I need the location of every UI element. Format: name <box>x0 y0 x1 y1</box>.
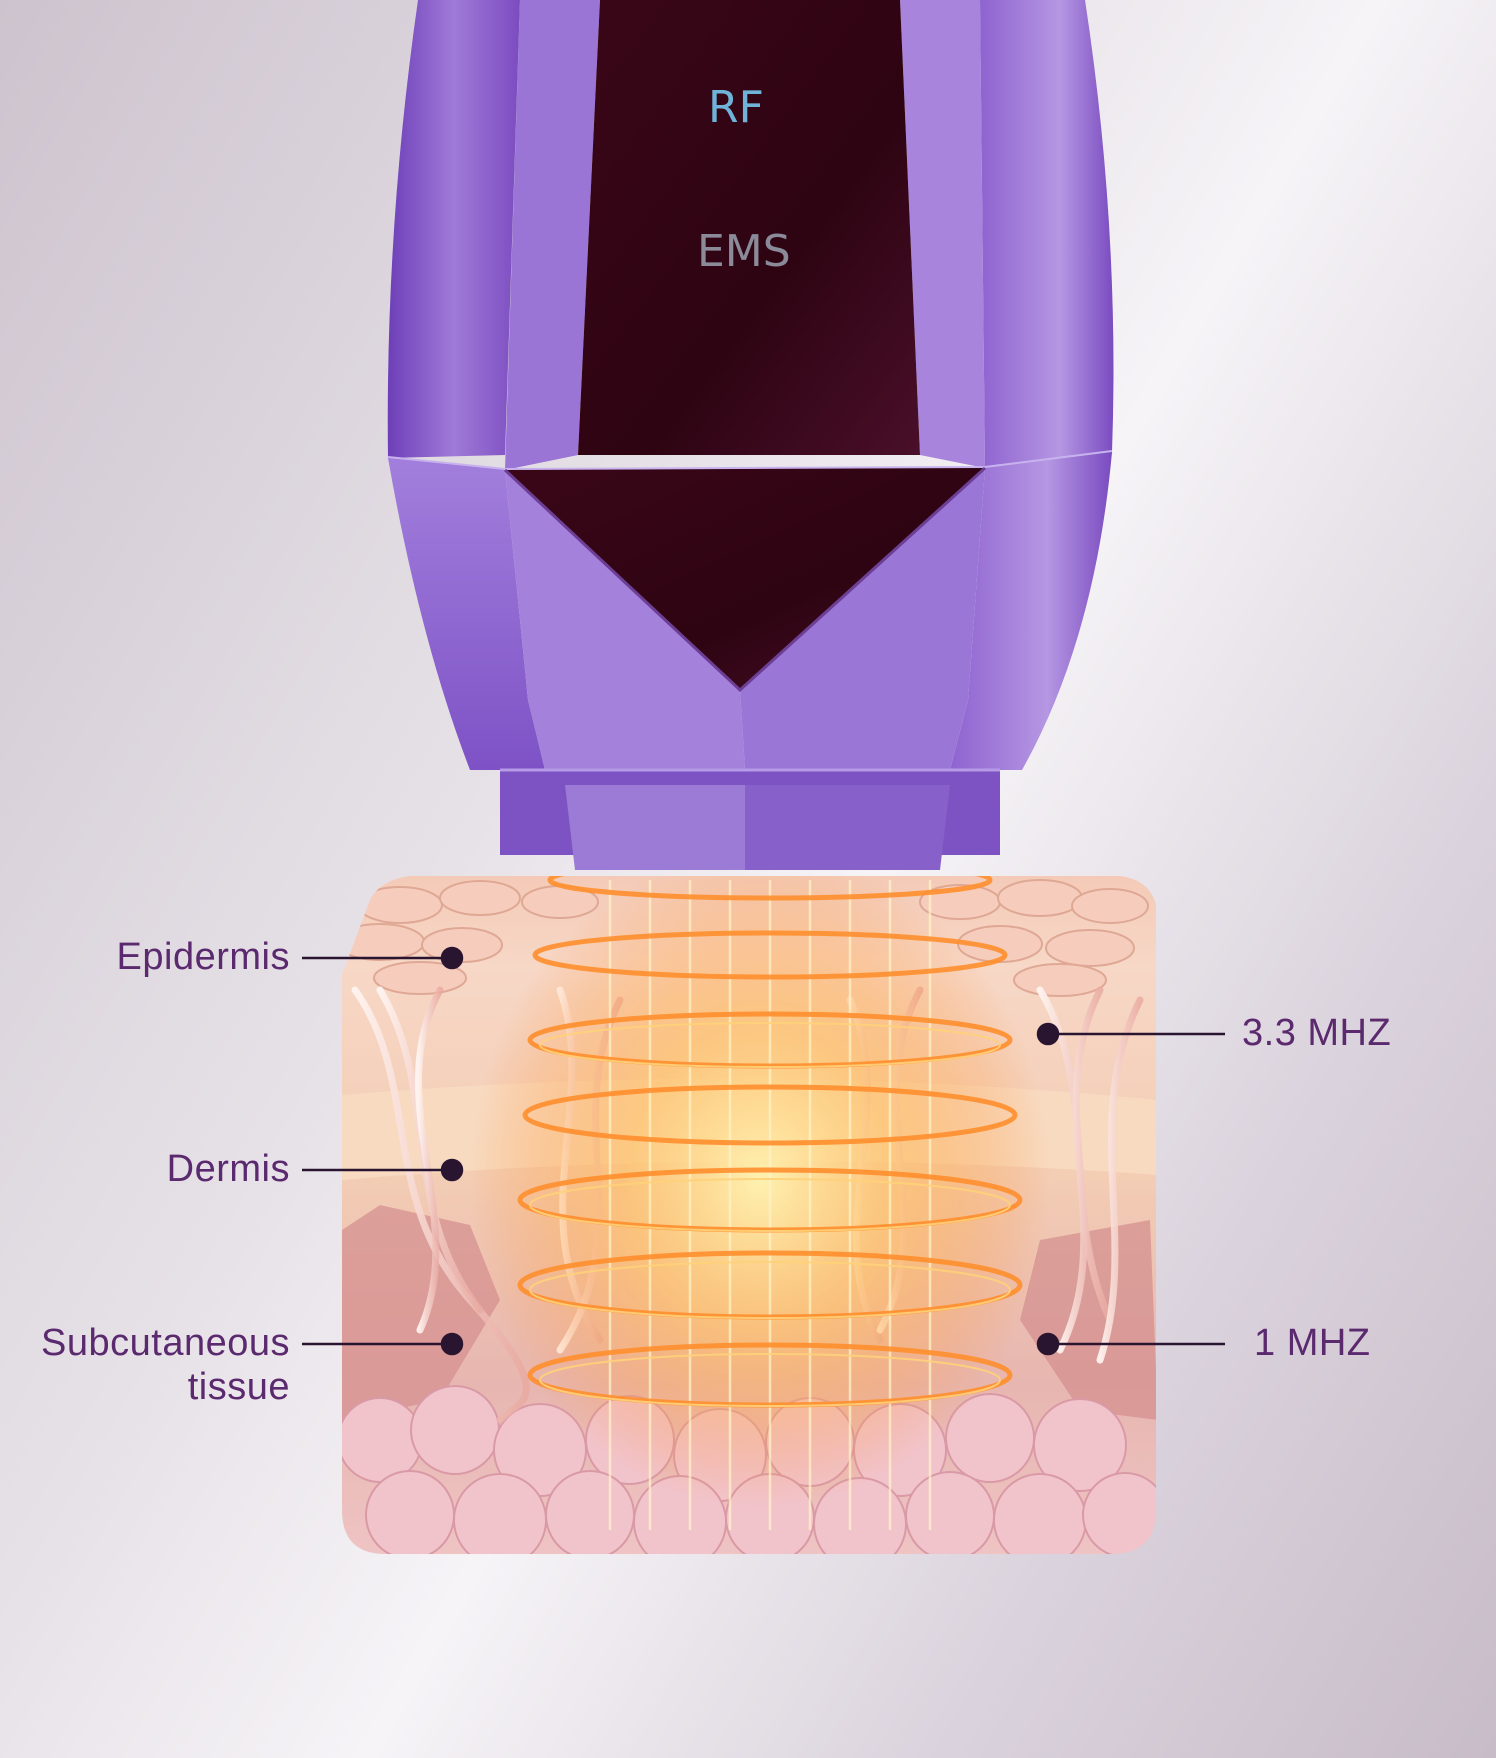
label-subcutaneous-line2: tissue <box>187 1366 290 1408</box>
epidermis-dot <box>440 946 464 970</box>
skin-cross-section <box>342 876 1156 1554</box>
label-freq-low: 1 MHZ <box>1254 1322 1371 1364</box>
dermis-dot <box>440 1158 464 1182</box>
label-epidermis: Epidermis <box>116 936 290 978</box>
device-mode-ems: EMS <box>697 226 791 277</box>
device-mode-rf: RF <box>708 82 764 133</box>
label-subcutaneous-line1: Subcutaneous <box>41 1322 290 1364</box>
freq-high-dot <box>1036 1022 1060 1046</box>
freq-low-dot <box>1036 1332 1060 1356</box>
epidermis-cells <box>342 879 1149 997</box>
callouts <box>302 946 1225 1356</box>
label-freq-high: 3.3 MHZ <box>1242 1012 1392 1054</box>
device-handle <box>387 0 1114 870</box>
label-dermis: Dermis <box>166 1148 290 1190</box>
subcutaneous-dot <box>440 1332 464 1356</box>
energy-lines <box>608 880 932 1530</box>
